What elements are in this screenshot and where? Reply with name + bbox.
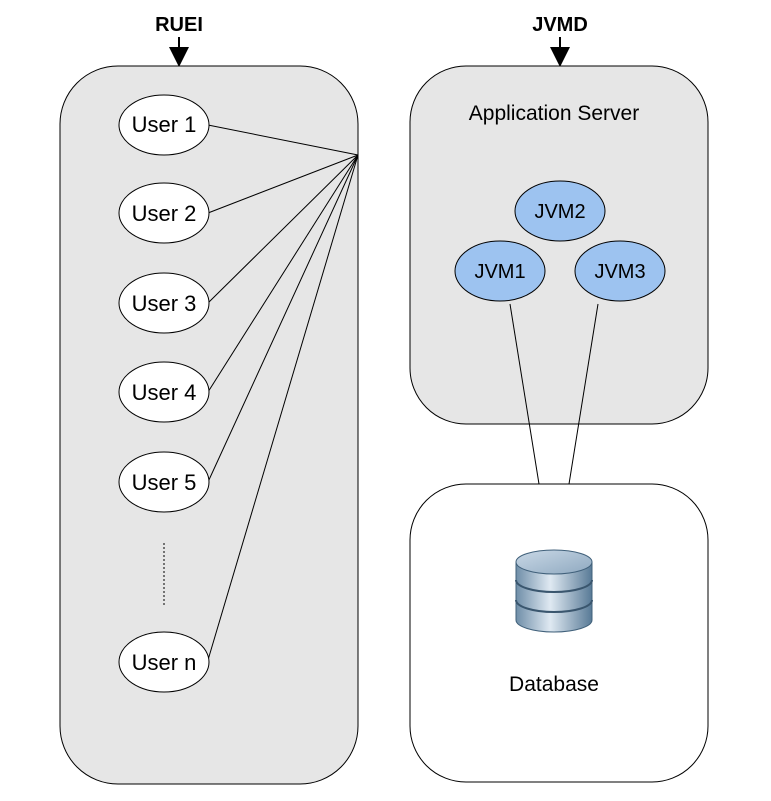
jvm2-label: JVM2 [534,201,585,223]
user-connections [207,124,359,661]
user-n-node [118,631,210,693]
user-n: User n [118,631,210,693]
user-4-label: User 4 [132,380,197,405]
user-4-connection [207,154,359,393]
user-2-node [118,182,210,244]
user-3-label: User 3 [132,291,197,316]
user-3-node [118,272,210,334]
user-5-label: User 5 [132,470,197,495]
application-server-label: Application Server [469,102,639,125]
user-5-connection [207,154,359,483]
user-4: User 4 [118,361,210,423]
user-1: User 1 [118,94,210,156]
ruei-panel [59,65,359,785]
jvm1-database-connection [509,303,540,485]
user-5-node [118,451,210,513]
jvm3: JVM3 [574,240,666,302]
jvm1: JVM1 [454,240,546,302]
user-4-node [118,361,210,423]
user-1-label: User 1 [132,112,197,137]
user-1-node [118,94,210,156]
jvm3-database-connection [568,303,599,485]
user-1-connection [207,124,359,156]
ruei-heading: RUEI [155,14,203,36]
user-5: User 5 [118,451,210,513]
database-panel [409,483,709,783]
user-2-connection [207,154,359,214]
user-3: User 3 [118,272,210,334]
user-2-label: User 2 [132,201,197,226]
jvm1-node [454,240,546,302]
database-label: Database [509,673,599,696]
jvm1-label: JVM1 [474,261,525,283]
user-2: User 2 [118,182,210,244]
user-n-label: User n [132,650,197,675]
jvm2: JVM2 [514,180,606,242]
jvm3-label: JVM3 [594,261,645,283]
user-n-connection [207,154,359,661]
jvm3-node [574,240,666,302]
jvmd-heading: JVMD [532,14,588,36]
jvm2-node [514,180,606,242]
database-icon [515,549,593,633]
application-server-panel [409,65,709,425]
user-3-connection [207,154,359,304]
